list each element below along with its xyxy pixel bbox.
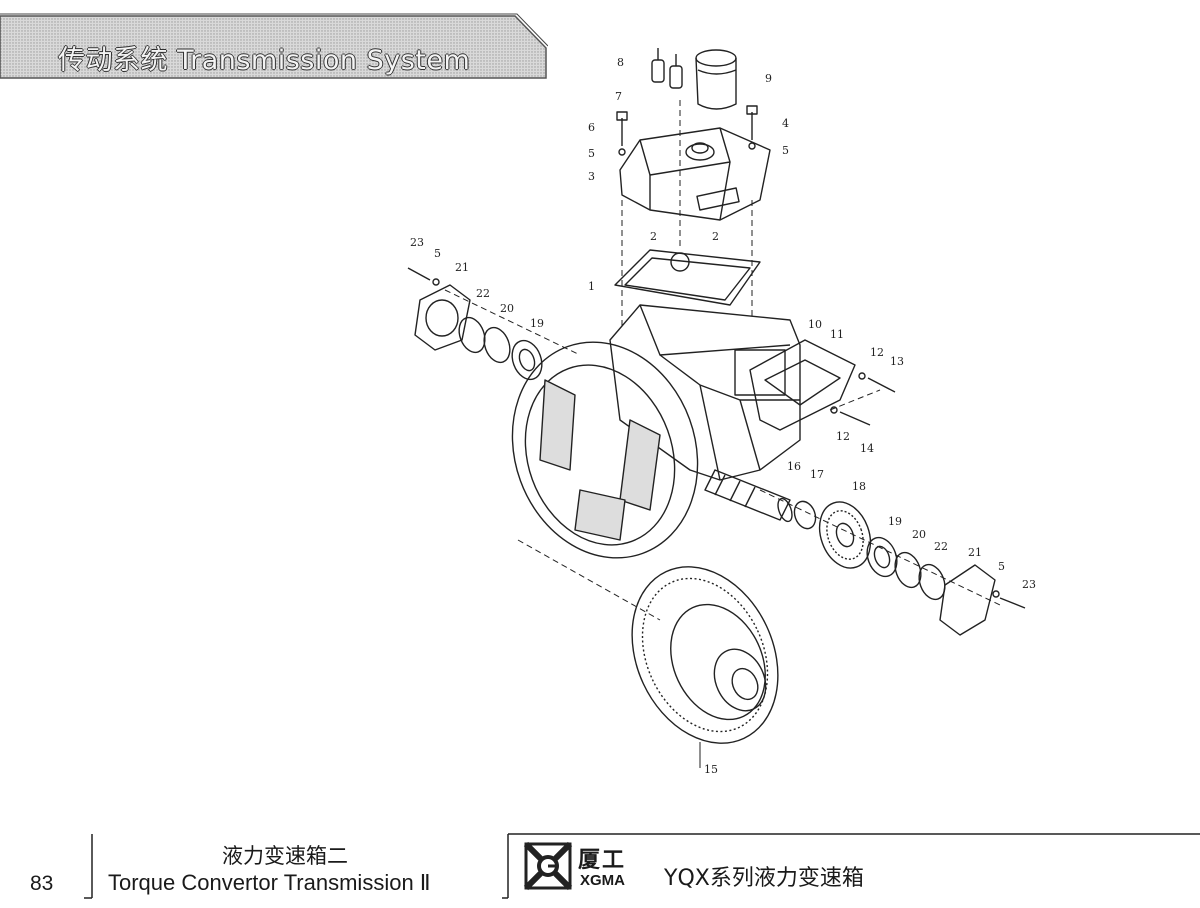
right-bearing-cover	[939, 564, 996, 636]
callout-18: 18	[852, 480, 866, 493]
callout-2: 2	[650, 230, 657, 243]
callout-5: 5	[998, 560, 1005, 573]
header-banner-shape	[0, 13, 548, 79]
callout-20: 20	[912, 528, 926, 541]
callout-14: 14	[860, 442, 874, 455]
footer-title-en: Torque Convertor Transmission Ⅱ	[108, 870, 431, 895]
callout-5: 5	[588, 147, 595, 160]
callout-19: 19	[888, 515, 902, 528]
callout-19: 19	[530, 317, 544, 330]
callout-16: 16	[787, 460, 801, 473]
callout-20: 20	[500, 302, 514, 315]
differential-ring-gear	[631, 566, 779, 744]
gasket-plate	[614, 249, 761, 306]
callout-22: 22	[476, 287, 490, 300]
xgma-logo-icon	[523, 841, 573, 891]
callout-23: 23	[1022, 578, 1036, 591]
left-bearing-cover	[414, 284, 543, 381]
footer-title-cn: 液力变速箱二	[222, 844, 348, 868]
footer-rules	[84, 833, 1200, 899]
exploded-view-drawing: 1 2 2 3 4 5 5 5 5 6 7 8 9 10 11 12 12 13…	[407, 48, 1036, 776]
callout-21: 21	[455, 261, 469, 274]
callout-2: 2	[712, 230, 719, 243]
side-cover	[749, 339, 856, 431]
brand-name-en: XGMA	[580, 872, 625, 889]
callout-12: 12	[836, 430, 850, 443]
page-number: 83	[30, 872, 54, 895]
output-shaft	[704, 469, 793, 523]
callout-8: 8	[617, 56, 624, 69]
brand-name-cn: 厦工	[578, 848, 627, 873]
control-valve-assembly	[619, 127, 771, 221]
callout-6: 6	[588, 121, 595, 134]
callout-11: 11	[830, 328, 844, 341]
callout-21: 21	[968, 546, 982, 559]
series-title: YQX系列液力变速箱	[664, 866, 864, 891]
callout-12: 12	[870, 346, 884, 359]
housing-flange	[511, 341, 699, 559]
callout-1: 1	[588, 280, 595, 293]
callout-22: 22	[934, 540, 948, 553]
callout-13: 13	[890, 355, 904, 368]
page-header-title: 传动系统 Transmission System	[58, 45, 471, 76]
pressure-sensors	[651, 48, 683, 89]
callout-15: 15	[704, 763, 718, 776]
header-banner: 传动系统 Transmission System	[0, 12, 548, 82]
callout-5: 5	[782, 144, 789, 157]
filter-element	[695, 49, 737, 110]
callout-5: 5	[434, 247, 441, 260]
callout-17: 17	[810, 468, 824, 481]
callout-10: 10	[808, 318, 822, 331]
drive-gear	[818, 501, 872, 569]
callout-23: 23	[410, 236, 424, 249]
callout-4: 4	[782, 117, 789, 130]
callout-9: 9	[765, 72, 772, 85]
callout-3: 3	[588, 170, 595, 183]
callout-7: 7	[615, 90, 622, 103]
